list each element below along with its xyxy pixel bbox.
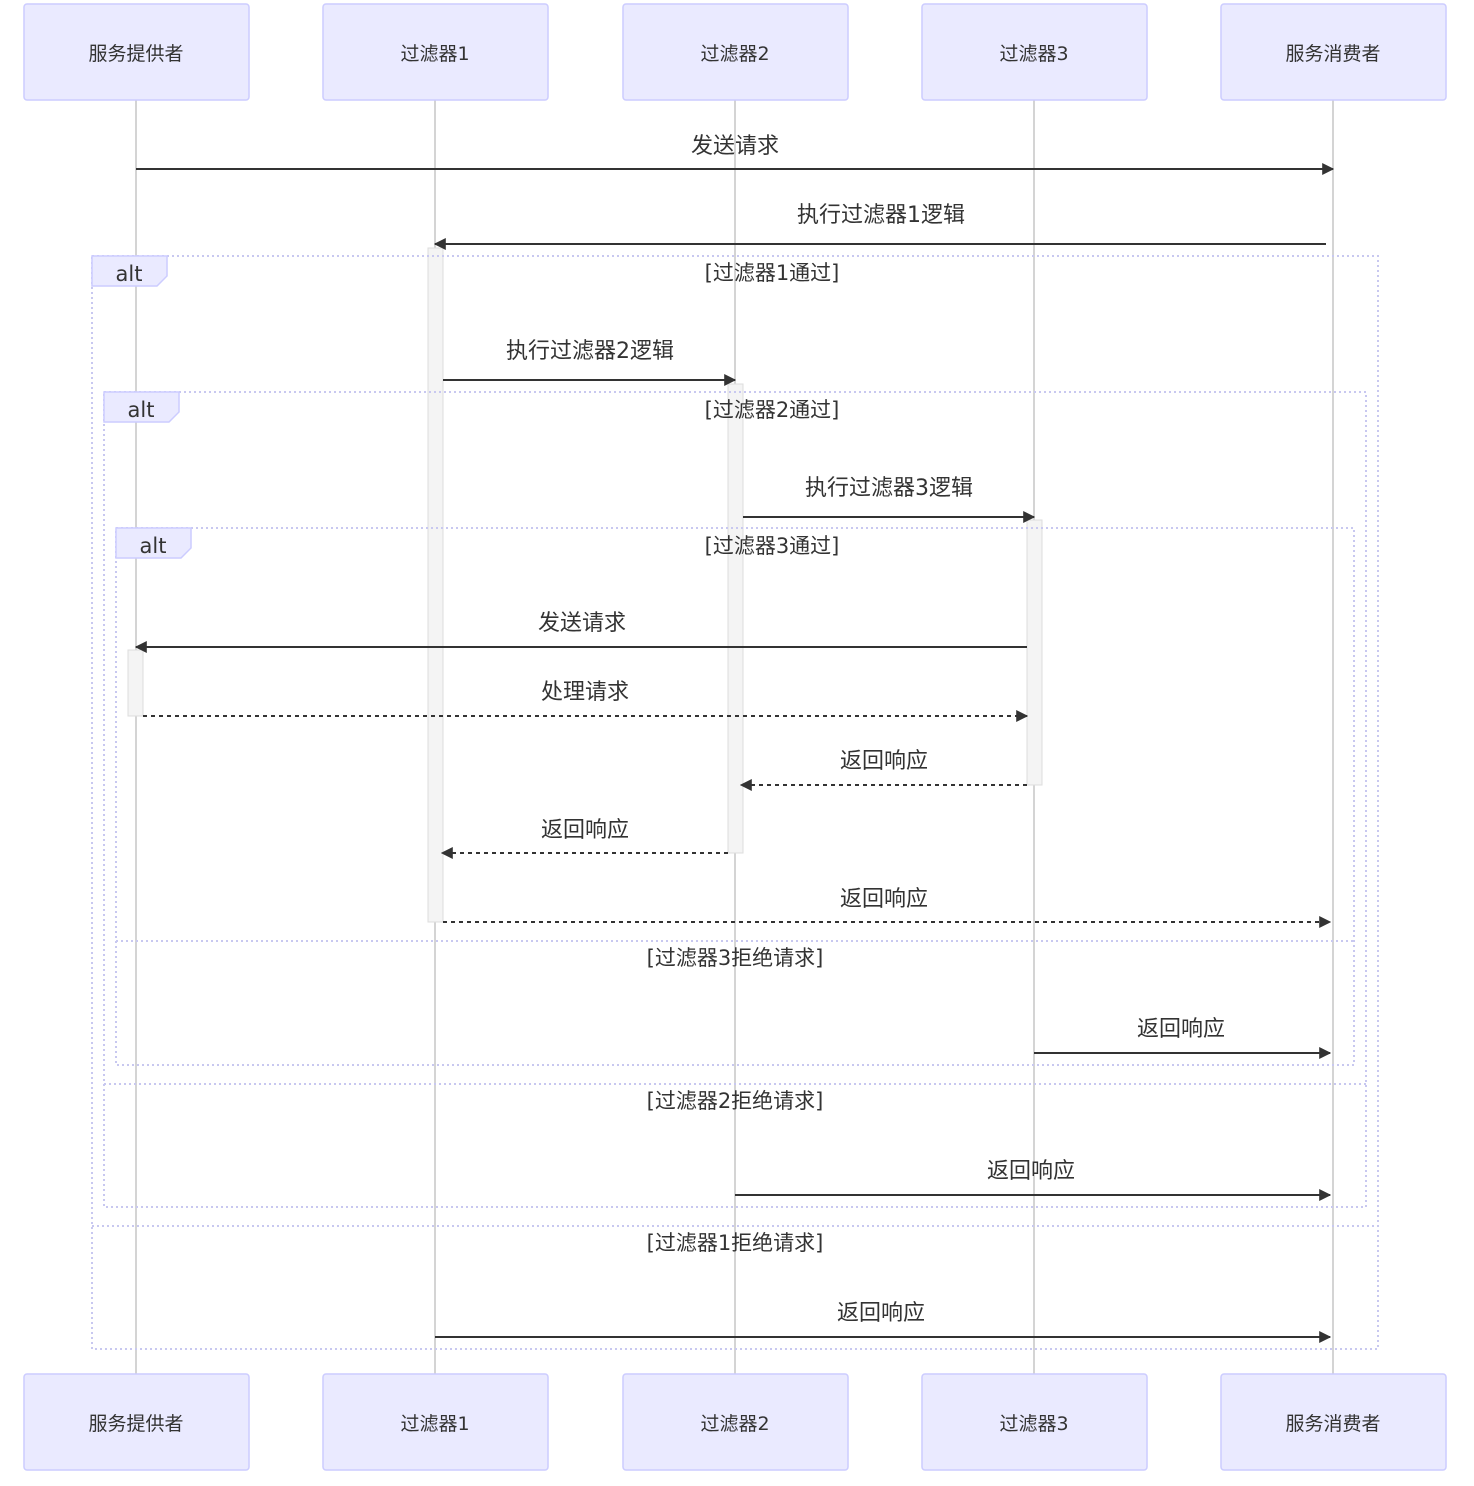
messages-layer: 发送请求执行过滤器1逻辑执行过滤器2逻辑执行过滤器3逻辑发送请求处理请求返回响应… [134, 134, 1335, 1343]
message-label: 返回响应 [987, 1159, 1075, 1184]
actor-label: 服务提供者 [88, 43, 183, 65]
frame-condition: [过滤器2通过] [705, 398, 840, 422]
actor-top: 过滤器3 [921, 3, 1148, 101]
actor-top: 服务提供者 [23, 3, 250, 101]
message: 返回响应 [440, 818, 728, 859]
message: 返回响应 [739, 749, 1027, 791]
activation-bar [127, 649, 144, 717]
message: 返回响应 [435, 1301, 1332, 1343]
actors-layer: 服务提供者服务提供者过滤器1过滤器1过滤器2过滤器2过滤器3过滤器3服务消费者服… [23, 3, 1447, 1471]
frame-type-tab [115, 527, 192, 559]
message-label: 执行过滤器3逻辑 [805, 476, 973, 501]
actor-box [921, 3, 1148, 101]
actor-top: 服务消费者 [1220, 3, 1447, 101]
alt-frame: alt [过滤器3通过] [过滤器3拒绝请求] [115, 527, 1355, 1066]
activations-layer [127, 247, 1043, 923]
actor-top: 过滤器2 [622, 3, 849, 101]
actor-box [921, 1373, 1148, 1471]
actor-box [622, 3, 849, 101]
frame-type-label: alt [116, 262, 143, 286]
frame-else-condition: [过滤器1拒绝请求] [647, 1231, 824, 1255]
frame-else-condition: [过滤器3拒绝请求] [647, 946, 824, 970]
actor-label: 过滤器2 [700, 1413, 769, 1435]
frame-type-label: alt [140, 534, 167, 558]
message-label: 返回响应 [837, 1301, 925, 1326]
message-label: 执行过滤器1逻辑 [797, 203, 965, 228]
frame-border [103, 391, 1367, 1208]
frame-condition: [过滤器1通过] [705, 261, 840, 285]
actor-bottom: 过滤器1 [322, 1373, 549, 1471]
actor-bottom: 过滤器2 [622, 1373, 849, 1471]
message-label: 返回响应 [541, 818, 629, 843]
message: 返回响应 [443, 887, 1332, 928]
message-label: 返回响应 [840, 887, 928, 912]
message: 执行过滤器3逻辑 [743, 476, 1036, 523]
activation-bar [427, 247, 444, 923]
frame-type-tab [103, 391, 180, 423]
message-label: 发送请求 [691, 134, 779, 159]
actor-label: 过滤器3 [999, 1413, 1068, 1435]
actor-box [1220, 1373, 1447, 1471]
message-label: 处理请求 [541, 680, 629, 705]
actor-label: 过滤器2 [700, 43, 769, 65]
message-label: 发送请求 [538, 611, 626, 636]
activation-bar [1026, 519, 1043, 786]
actor-label: 过滤器1 [400, 43, 469, 65]
actor-box [23, 3, 250, 101]
frame-type-label: alt [128, 398, 155, 422]
actor-label: 服务提供者 [88, 1413, 183, 1435]
frame-border [115, 527, 1355, 1066]
message: 执行过滤器2逻辑 [443, 339, 737, 386]
actor-box [622, 1373, 849, 1471]
activation-bar [727, 383, 744, 854]
message-label: 返回响应 [840, 749, 928, 774]
message: 返回响应 [735, 1159, 1332, 1201]
actor-box [322, 3, 549, 101]
actor-bottom: 服务消费者 [1220, 1373, 1447, 1471]
alt-frame: alt [过滤器1通过] [过滤器1拒绝请求] [91, 255, 1379, 1350]
message-label: 执行过滤器2逻辑 [506, 339, 674, 364]
alt-frame: alt [过滤器2通过] [过滤器2拒绝请求] [103, 391, 1367, 1208]
message: 执行过滤器1逻辑 [433, 203, 1326, 250]
message: 发送请求 [136, 134, 1335, 175]
actor-top: 过滤器1 [322, 3, 549, 101]
frame-condition: [过滤器3通过] [705, 534, 840, 558]
actor-label: 过滤器3 [999, 43, 1068, 65]
actor-label: 过滤器1 [400, 1413, 469, 1435]
message: 返回响应 [1034, 1017, 1332, 1059]
message-label: 返回响应 [1137, 1017, 1225, 1042]
actor-label: 服务消费者 [1285, 43, 1380, 65]
frames-layer: alt [过滤器1通过] [过滤器1拒绝请求] alt [过滤器2通过] [过滤器2拒绝请… [91, 255, 1379, 1350]
actor-bottom: 服务提供者 [23, 1373, 250, 1471]
actor-box [23, 1373, 250, 1471]
frame-type-tab [91, 255, 168, 287]
actor-box [1220, 3, 1447, 101]
message: 处理请求 [143, 680, 1029, 722]
frame-border [91, 255, 1379, 1350]
actor-label: 服务消费者 [1285, 1413, 1380, 1435]
frame-else-condition: [过滤器2拒绝请求] [647, 1089, 824, 1113]
message: 发送请求 [134, 611, 1027, 653]
actor-bottom: 过滤器3 [921, 1373, 1148, 1471]
actor-box [322, 1373, 549, 1471]
